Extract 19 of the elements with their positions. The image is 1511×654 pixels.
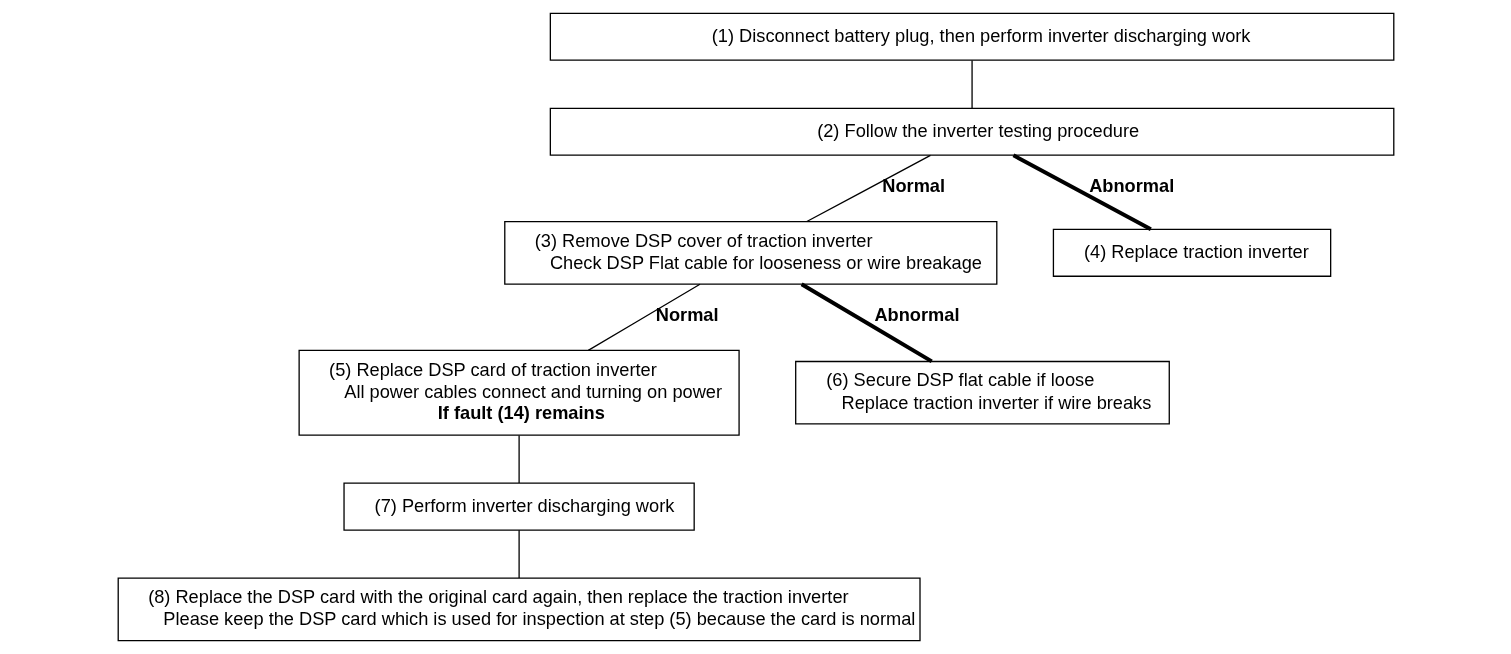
connector	[1012, 153, 1152, 232]
node-box: (8) Replace the DSP card with the original card again, then replace the traction inverter Please keep the DSP card which is used for inspection at step (5) because the card is normal	[117, 577, 921, 642]
edge-label: Abnormal	[873, 304, 959, 325]
connector	[587, 283, 701, 352]
connector	[800, 282, 933, 364]
edge-label: Abnormal	[1088, 175, 1174, 196]
connector	[970, 59, 973, 109]
node-box: (3) Remove DSP cover of traction inverter Check DSP Flat cable for looseness or wire breakage	[503, 220, 997, 285]
node-box: (4) Replace traction inverter	[1052, 228, 1331, 277]
node-box: (7) Perform inverter discharging work	[342, 482, 695, 531]
connector	[517, 434, 520, 484]
edge-label: Normal	[881, 175, 945, 196]
node-box: (1) Disconnect battery plug, then perform inverter discharging work	[549, 12, 1394, 61]
node-box: (5) Replace DSP card of traction inverter All power cables connect and turning on power If fault (14) remains	[298, 349, 740, 436]
connector	[805, 154, 931, 223]
connector	[517, 529, 520, 579]
node-box: (2) Follow the inverter testing procedure	[549, 107, 1394, 156]
node-box: (6) Secure DSP flat cable if loose Replace traction inverter if wire breaks	[794, 360, 1170, 425]
edge-label: Normal	[655, 304, 719, 325]
